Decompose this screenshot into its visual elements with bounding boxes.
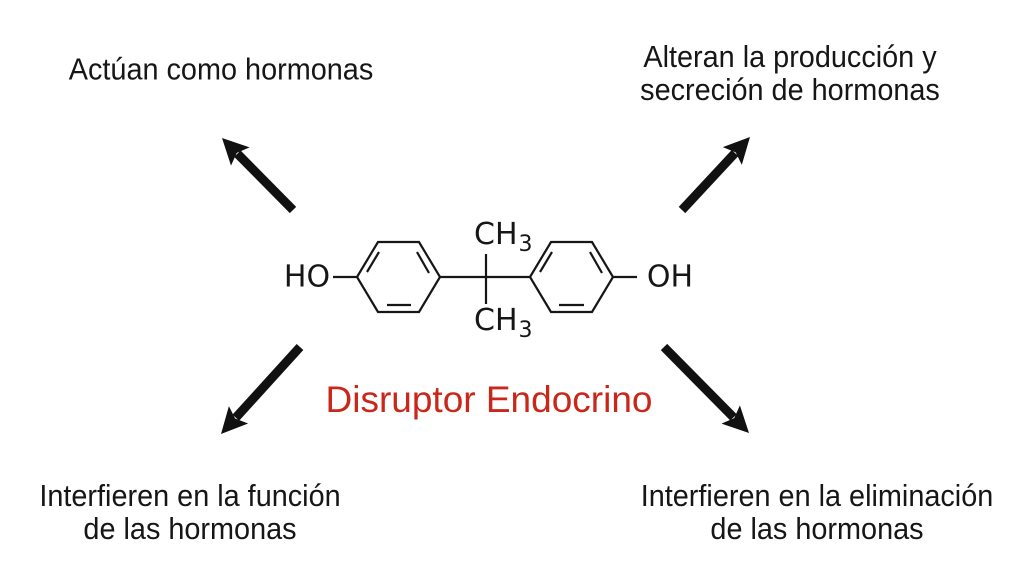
label-line: de las hormonas: [83, 511, 297, 546]
methyl-subscript: 3: [518, 232, 533, 257]
arrow-top-right-icon: [678, 137, 750, 214]
hydroxyl-left-label: HO: [283, 259, 331, 295]
label-top-right: Alteran la producción y secreción de hor…: [640, 40, 940, 106]
methyl-text: CH: [474, 303, 518, 338]
methyl-bottom-label: CH3: [474, 303, 533, 342]
methyl-subscript: 3: [518, 318, 533, 343]
label-line: de las hormonas: [710, 511, 924, 546]
label-line: secreción de hormonas: [640, 72, 940, 107]
arrow-bottom-right-icon: [660, 343, 749, 433]
label-bottom-left: Interfieren en la función de las hormona…: [39, 479, 340, 545]
arrow-bottom-left-icon: [221, 343, 304, 434]
diagram-title: Disruptor Endocrino: [325, 379, 653, 420]
label-bottom-right: Interfieren en la eliminación de las hor…: [641, 479, 994, 545]
label-line: Interfieren en la función: [39, 478, 341, 513]
label-line: Interfieren en la eliminación: [640, 478, 994, 513]
hydroxyl-right-label: OH: [646, 259, 694, 295]
label-line: Actúan como hormonas: [68, 51, 374, 87]
label-top-left: Actúan como hormonas: [69, 53, 373, 86]
label-line: Alteran la producción y: [643, 39, 937, 74]
molecule-skeleton: [333, 240, 637, 314]
methyl-top-label: CH3: [474, 217, 533, 256]
arrow-top-left-icon: [222, 138, 297, 214]
methyl-text: CH: [474, 217, 518, 252]
